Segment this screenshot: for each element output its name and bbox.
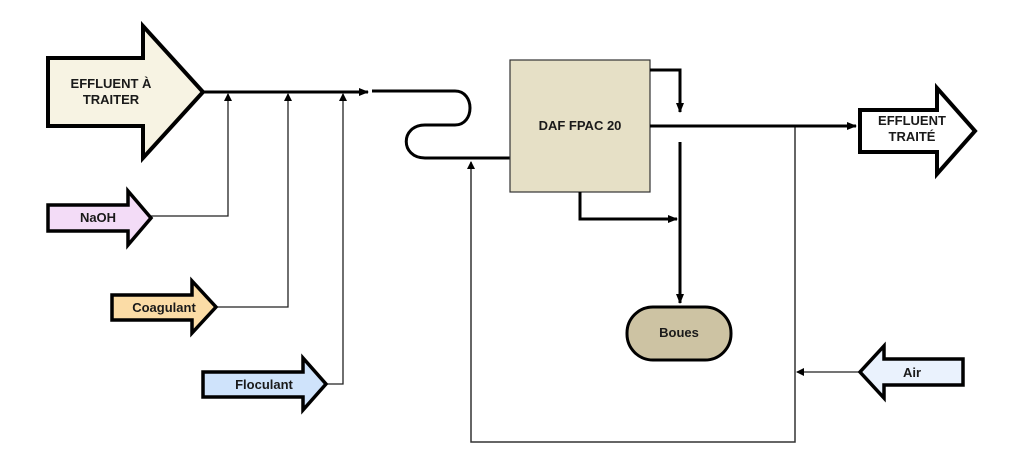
naoh-dosing-line (151, 93, 232, 217)
treated-effluent-label-line1: EFFLUENT (878, 113, 946, 128)
bottom-sludge-line (578, 192, 678, 223)
coagulant-label: Coagulant (132, 300, 196, 315)
coagulant-input-arrow: Coagulant (110, 276, 219, 338)
naoh-arrow-shape (46, 186, 154, 250)
daf-unit-label: DAF FPAC 20 (539, 118, 622, 133)
naoh-label: NaOH (80, 210, 116, 225)
recycle-loop-line (467, 126, 796, 443)
treated-effluent-output-arrow: EFFLUENT TRAITÉ (858, 82, 978, 180)
air-arrow-shape (857, 341, 965, 403)
treated-effluent-arrow-shape (858, 82, 978, 180)
sludge-shape (625, 305, 733, 362)
daf-unit-box (509, 59, 651, 193)
coagulant-dosing-line (216, 93, 292, 308)
air-label: Air (903, 365, 921, 380)
float-discharge-line (650, 68, 684, 113)
flocculation-serpentine-pipe (372, 89, 510, 160)
floculant-dosing-line (326, 93, 347, 385)
effluent-arrow-shape (46, 20, 206, 164)
naoh-input-arrow: NaOH (46, 186, 154, 250)
effluent-label-line2: TRAITER (83, 92, 140, 107)
floculant-arrow-shape (201, 353, 329, 415)
sludge-label: Boues (659, 325, 699, 340)
treated-effluent-label-line2: TRAITÉ (889, 129, 936, 144)
effluent-label-line1: EFFLUENT À (71, 76, 152, 91)
floculant-input-arrow: Floculant (201, 353, 329, 415)
effluent-input-arrow: EFFLUENT À TRAITER (46, 20, 206, 164)
coagulant-arrow-shape (110, 276, 219, 338)
daf-unit: DAF FPAC 20 (509, 59, 651, 193)
floculant-label: Floculant (235, 377, 293, 392)
sludge-output: Boues (625, 305, 733, 362)
air-input-arrow: Air (857, 341, 965, 403)
